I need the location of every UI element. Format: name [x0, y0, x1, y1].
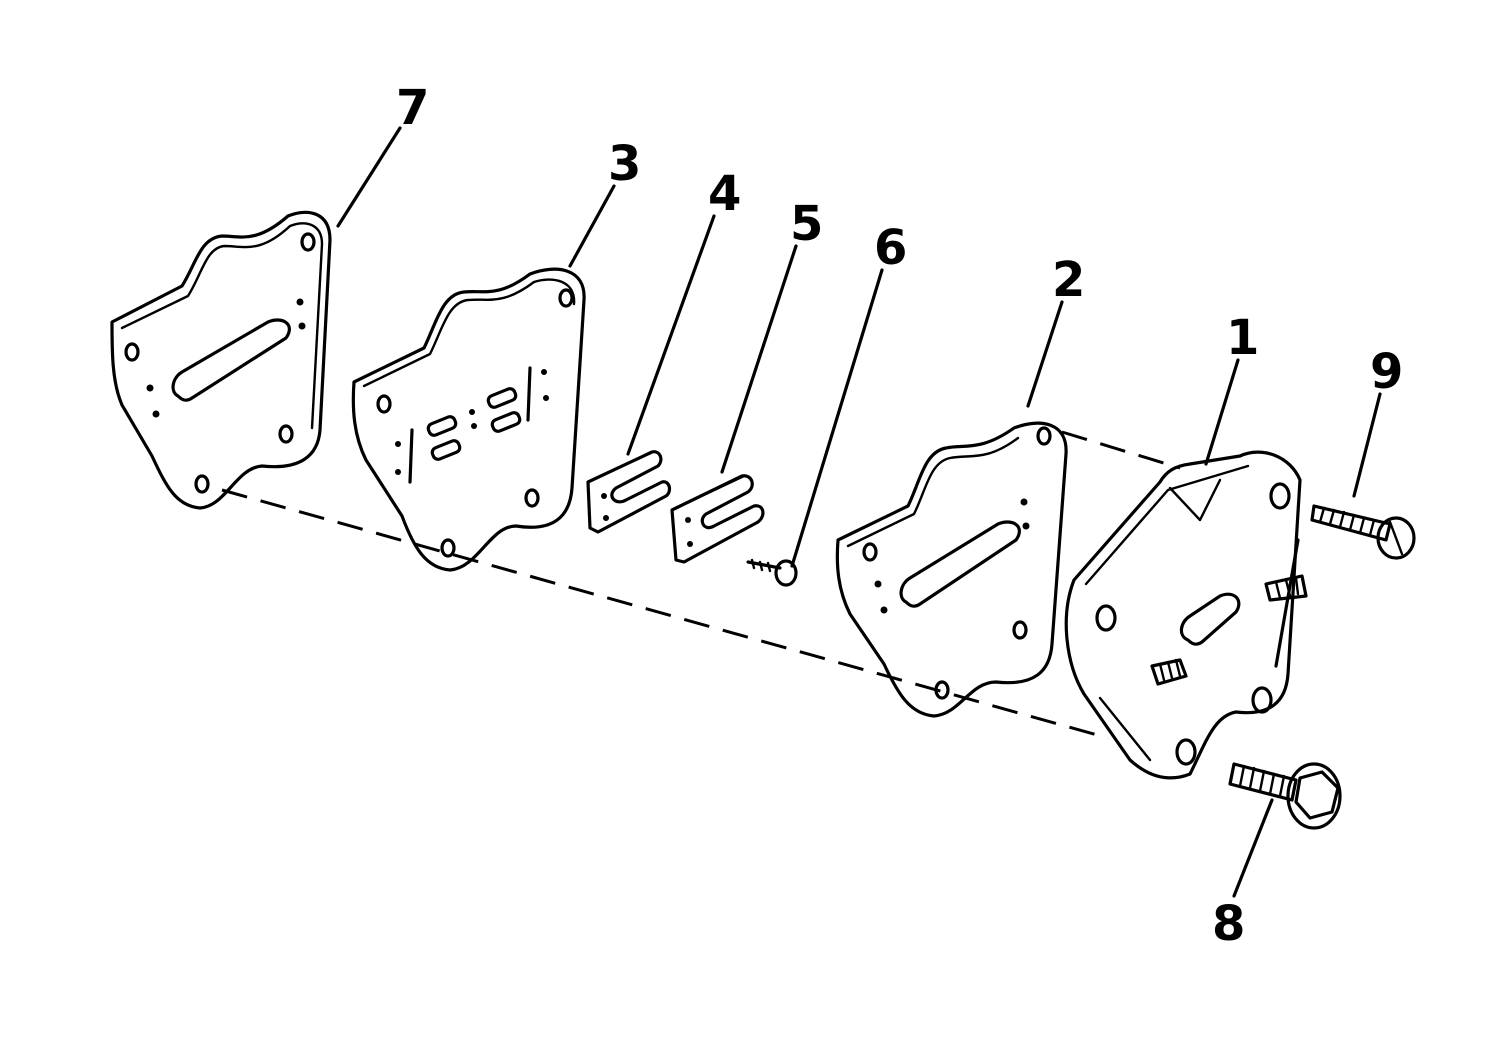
- leader-9: [1352, 392, 1382, 498]
- leader-1: [1204, 358, 1240, 466]
- callout-9: 9: [1370, 344, 1403, 400]
- leader-2: [1026, 300, 1064, 408]
- leader-lines: [336, 126, 1382, 898]
- part-5-reed-stop: [670, 474, 765, 564]
- part-2-gasket: [835, 421, 1068, 718]
- part-7-gasket: [110, 210, 332, 510]
- part-1-reed-block: [1064, 450, 1308, 780]
- leader-5: [720, 244, 798, 474]
- callout-2: 2: [1052, 252, 1085, 308]
- leader-3: [568, 184, 616, 268]
- callout-8: 8: [1212, 896, 1245, 952]
- callout-7: 7: [396, 80, 429, 136]
- part-4-reed: [586, 450, 672, 534]
- callout-labels: 7 3 4 5 6 2 1 9 8: [396, 80, 1403, 952]
- alignment-lines: [221, 430, 1181, 740]
- leader-4: [626, 214, 716, 456]
- callout-3: 3: [608, 136, 641, 192]
- part-9-screw: [1310, 504, 1416, 560]
- callout-1: 1: [1226, 310, 1259, 366]
- callout-6: 6: [874, 220, 907, 276]
- leader-6: [790, 268, 884, 568]
- leader-7: [336, 126, 402, 228]
- callout-5: 5: [790, 196, 823, 252]
- callout-4: 4: [708, 166, 741, 222]
- part-6-screw: [746, 558, 798, 587]
- leader-1b: [1274, 538, 1300, 668]
- leader-8: [1232, 798, 1274, 898]
- part-3-reed-plate: [351, 267, 586, 572]
- part-8-bolt: [1228, 762, 1342, 830]
